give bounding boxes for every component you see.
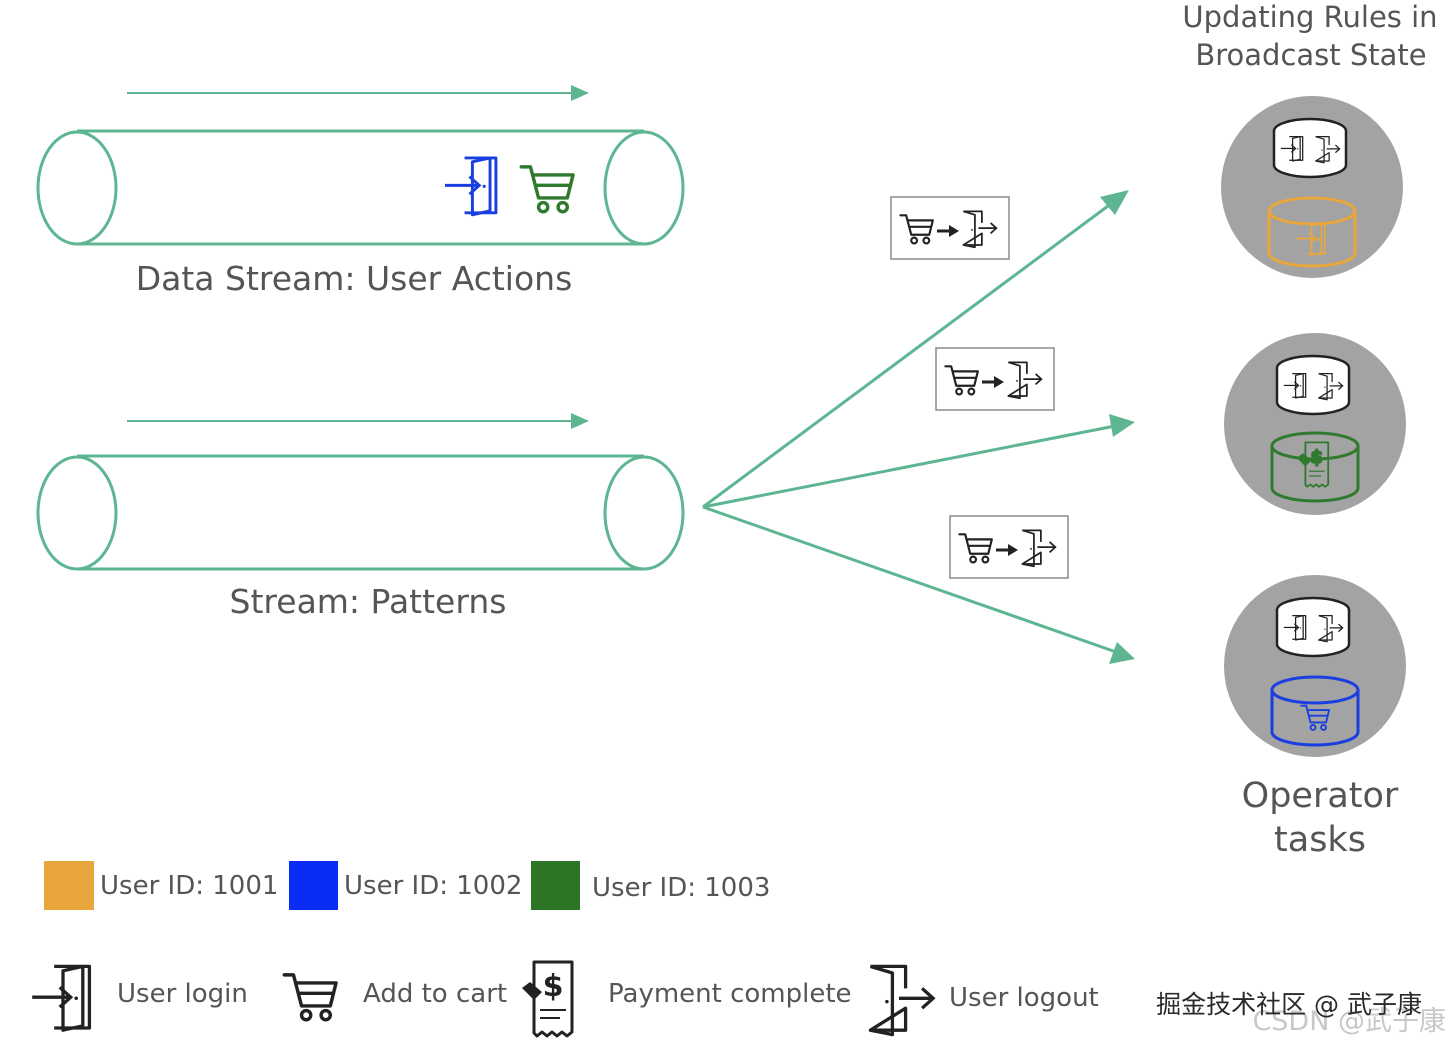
state-drum-user-1002: [1270, 675, 1360, 747]
login-icon: [30, 964, 92, 1032]
stream-patterns-arrow: [127, 413, 589, 429]
diagram-title-line-1: Updating Rules in: [1182, 0, 1437, 34]
login-icon: [443, 156, 498, 217]
pattern-box-2: [936, 348, 1054, 410]
state-drum-user-1003: [1270, 431, 1360, 503]
stream-user-actions-arrow: [127, 85, 589, 101]
cart-icon: [282, 973, 338, 1022]
cart-icon: [519, 165, 575, 214]
state-drum-user-1001: [1267, 196, 1357, 268]
operator-task-2: [1224, 333, 1406, 515]
legend-payment-label: Payment complete: [608, 979, 852, 1009]
operator-tasks-label-line-2: tasks: [1274, 820, 1366, 860]
legend-swatch-1003: [531, 861, 580, 910]
legend-user-1003-label: User ID: 1003: [592, 873, 770, 903]
operator-task-3: [1224, 575, 1406, 757]
legend-user-1002-label: User ID: 1002: [344, 871, 522, 901]
broadcast-arrows: [702, 190, 1135, 664]
watermark-juejin: 掘金技术社区 @ 武子康: [1156, 990, 1422, 1019]
legend-cart-label: Add to cart: [363, 979, 507, 1009]
logout-icon: [868, 964, 935, 1037]
stream-patterns-label: Stream: Patterns: [230, 582, 507, 621]
pattern-box-3: [950, 516, 1068, 578]
legend-user-1001-label: User ID: 1001: [100, 871, 278, 901]
legend-events: User login Add to cart Payment complete …: [30, 960, 1099, 1038]
legend-users: User ID: 1001 User ID: 1002 User ID: 100…: [44, 861, 770, 910]
stream-patterns-pipe: [36, 454, 685, 571]
legend-logout-label: User logout: [949, 983, 1099, 1013]
watermark-csdn: CSDN @武子康: [1252, 1006, 1446, 1037]
legend-swatch-1002: [289, 861, 338, 910]
diagram-title-line-2: Broadcast State: [1195, 38, 1426, 72]
payment-icon: [520, 960, 574, 1038]
stream-user-actions-label: Data Stream: User Actions: [136, 259, 573, 298]
operator-tasks-label-line-1: Operator: [1242, 776, 1399, 816]
stream-user-actions-pipe: [36, 129, 685, 246]
operator-task-1: [1221, 96, 1403, 278]
legend-login-label: User login: [117, 979, 248, 1009]
legend-swatch-1001: [44, 861, 94, 910]
pattern-box-1: [891, 197, 1009, 259]
